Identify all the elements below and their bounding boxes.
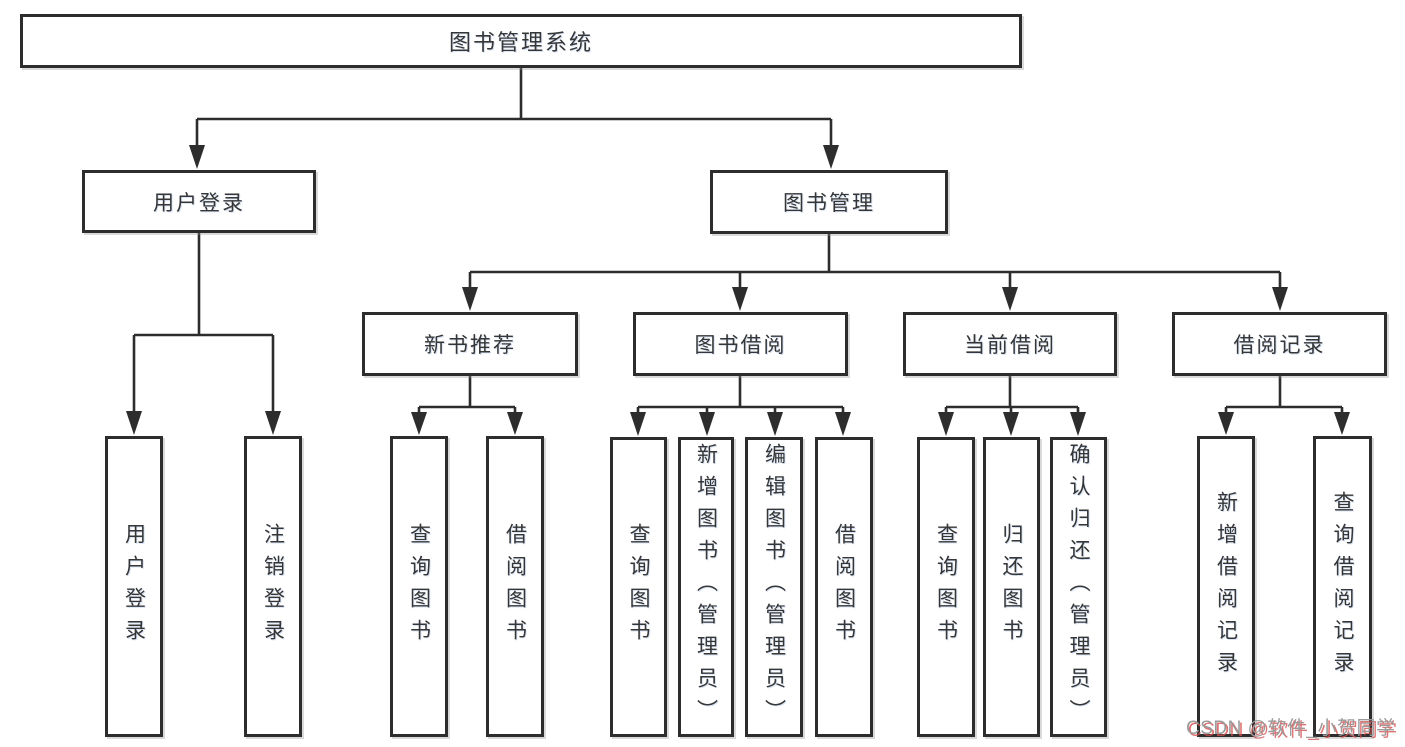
node-leaf-bb-query-books: 查询图书: [610, 437, 667, 737]
node-borrowing-records: 借阅记录: [1172, 312, 1387, 376]
node-current-borrowing: 当前借阅: [903, 312, 1117, 376]
node-book-management: 图书管理: [710, 170, 948, 234]
node-leaf-user-login: 用户登录: [105, 436, 163, 737]
node-user-login: 用户登录: [82, 170, 316, 233]
node-leaf-nbr-query-books: 查询图书: [390, 436, 448, 737]
node-new-book-recommend: 新书推荐: [362, 312, 578, 376]
node-book-borrowing: 图书借阅: [633, 312, 848, 376]
node-leaf-cb-return-books: 归还图书: [983, 437, 1040, 737]
node-leaf-nbr-borrow-books: 借阅图书: [486, 436, 544, 737]
node-leaf-br-add-record: 新增借阅记录: [1197, 436, 1255, 737]
node-leaf-logout: 注销登录: [244, 436, 302, 737]
node-leaf-cb-confirm-return-admin: 确认归还（管理员）: [1050, 437, 1107, 737]
connector-strokes: [132, 68, 1344, 416]
node-leaf-bb-edit-books-admin: 编辑图书（管理员）: [745, 437, 803, 737]
node-root-system: 图书管理系统: [20, 14, 1022, 68]
node-leaf-bb-add-books-admin: 新增图书（管理员）: [678, 437, 734, 737]
csdn-watermark: CSDN @软件_小贺同学: [1186, 718, 1396, 739]
node-leaf-br-query-record: 查询借阅记录: [1313, 436, 1372, 737]
node-leaf-bb-borrow-books: 借阅图书: [815, 437, 873, 737]
arrowheads: [126, 145, 1350, 436]
node-leaf-cb-query-books: 查询图书: [917, 437, 975, 737]
